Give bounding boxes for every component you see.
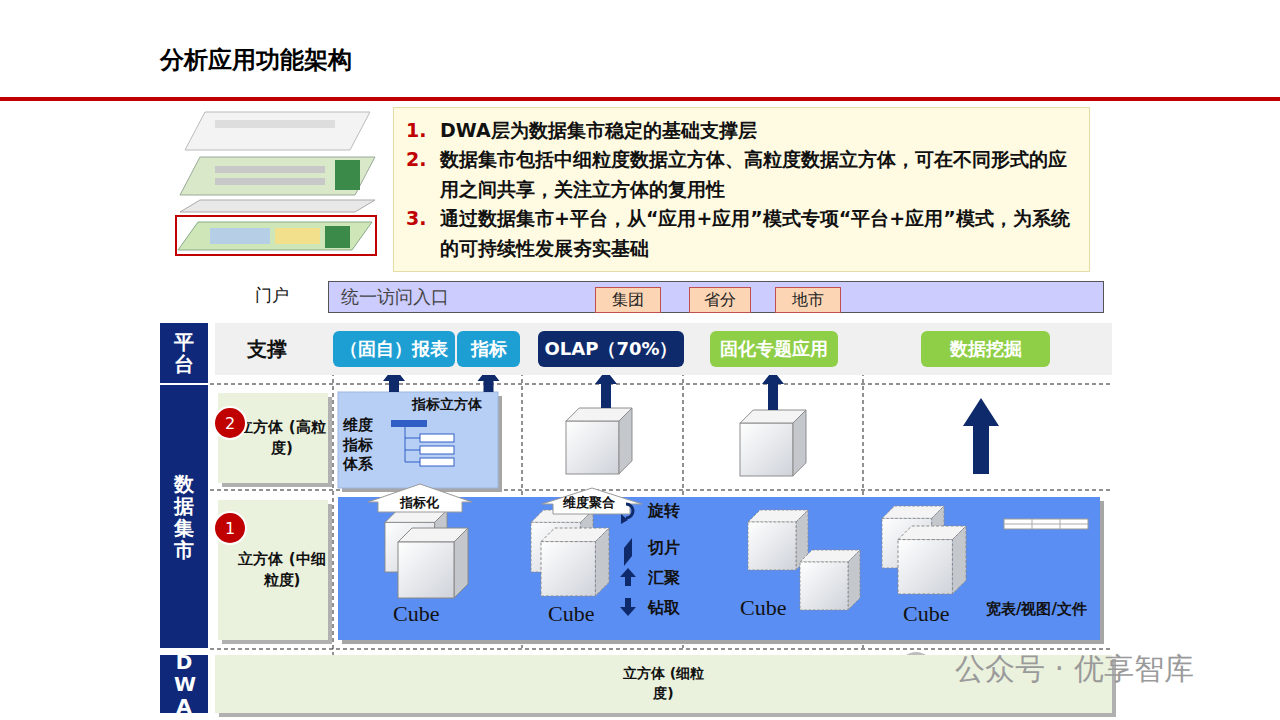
item-number: 3. — [406, 204, 440, 263]
node-text: OLAP（70%） — [545, 337, 678, 361]
arrow-label: 指标化 — [400, 494, 439, 512]
app-button: 指标 — [457, 331, 520, 367]
node-text: 2 — [225, 414, 235, 433]
tree-icon — [391, 420, 454, 466]
up-arrows — [595, 370, 999, 474]
op-label: 旋转 — [648, 501, 680, 522]
item-number: 1. — [406, 116, 440, 145]
op-label: 切片 — [648, 538, 680, 559]
app-button: OLAP（70%） — [538, 331, 685, 367]
node-text: 1 — [225, 519, 235, 538]
node-text: 固化专题应用 — [720, 337, 828, 361]
cube-label: Cube — [393, 601, 439, 627]
node-text: 平台 — [174, 331, 194, 375]
node-text: 数据集市 — [174, 473, 194, 561]
item-text: DWA层为数据集市稳定的基础支撑层 — [440, 116, 757, 145]
node-text: 省分 — [704, 290, 736, 311]
olap-op-icons — [620, 504, 636, 616]
node-text: DWA — [174, 651, 194, 717]
layer-band: 平台 — [160, 323, 208, 383]
layer-band: DWA — [160, 655, 208, 713]
node-text: 指标 — [471, 337, 507, 361]
node-text: 数据挖掘 — [950, 337, 1022, 361]
cube-label: Cube — [548, 601, 594, 627]
org-box: 省分 — [689, 287, 751, 313]
app-button: 数据挖掘 — [921, 331, 1050, 367]
output-label: 宽表/视图/文件 — [986, 600, 1087, 619]
node-text: 立方体 (高粒度) — [236, 417, 328, 459]
node-text: 立方体 (细粒度) — [619, 664, 709, 703]
watermark: 公众号 · 优享智库 — [955, 649, 1194, 690]
portal-bar: 统一访问入口 集团 省分 地市 — [328, 281, 1104, 313]
item-number: 2. — [406, 145, 440, 204]
note-box: 1.DWA层为数据集市稳定的基础支撑层2.数据集市包括中细粒度数据立方体、高粒度… — [393, 107, 1090, 272]
arrow-label: 维度聚合 — [563, 494, 615, 512]
item-text: 通过数据集市+平台，从“应用+应用”模式专项“平台+应用”模式，为系统的可持续性… — [440, 204, 1077, 263]
cube-panel — [338, 497, 1100, 640]
org-box: 集团 — [595, 287, 661, 313]
wide-table-icon — [1004, 519, 1088, 529]
app-button: 固化专题应用 — [710, 331, 838, 367]
node-text: 支撑 — [247, 336, 287, 363]
op-label: 钻取 — [648, 598, 680, 619]
node-text: 立方体 (中细粒度) — [236, 549, 328, 591]
item-text: 数据集市包括中细粒度数据立方体、高粒度数据立方体，可在不同形式的应用之间共享，关… — [440, 145, 1077, 204]
node-text: 集团 — [612, 290, 644, 311]
callout-number: 2 — [213, 406, 247, 440]
node-text: 地市 — [792, 290, 824, 311]
kpi-cube: 指标立方体维度 指标 体系 — [338, 392, 498, 488]
op-label: 汇聚 — [648, 568, 680, 589]
note-item: 1.DWA层为数据集市稳定的基础支撑层 — [406, 116, 1077, 145]
cubes — [385, 408, 966, 610]
cube-label: Cube — [740, 595, 786, 621]
callout-number: 1 — [213, 511, 247, 545]
note-item: 3.通过数据集市+平台，从“应用+应用”模式专项“平台+应用”模式，为系统的可持… — [406, 204, 1077, 263]
org-box: 地市 — [775, 287, 841, 313]
node-text: 统一访问入口 — [341, 285, 449, 309]
support-row: 支撑 （固自）报表指标 OLAP（70%） 固化专题应用 数据挖掘 — [215, 323, 1112, 375]
app-button: （固自）报表 — [333, 331, 455, 367]
node-text: 维度 指标 体系 — [343, 416, 376, 475]
layer-band: 数据集市 — [160, 385, 208, 648]
process-arrows — [368, 484, 642, 514]
node-text: （固自）报表 — [340, 337, 448, 361]
thumbnail — [176, 112, 376, 255]
title-rule — [0, 97, 1280, 101]
note-item: 2.数据集市包括中细粒度数据立方体、高粒度数据立方体，可在不同形式的应用之间共享… — [406, 145, 1077, 204]
kpi-cube-panel — [338, 392, 498, 488]
node-text: 指标立方体 — [412, 396, 482, 414]
cube-label: Cube — [903, 601, 949, 627]
title: 分析应用功能架构 — [160, 44, 352, 76]
row-name: 门户 — [255, 284, 289, 307]
